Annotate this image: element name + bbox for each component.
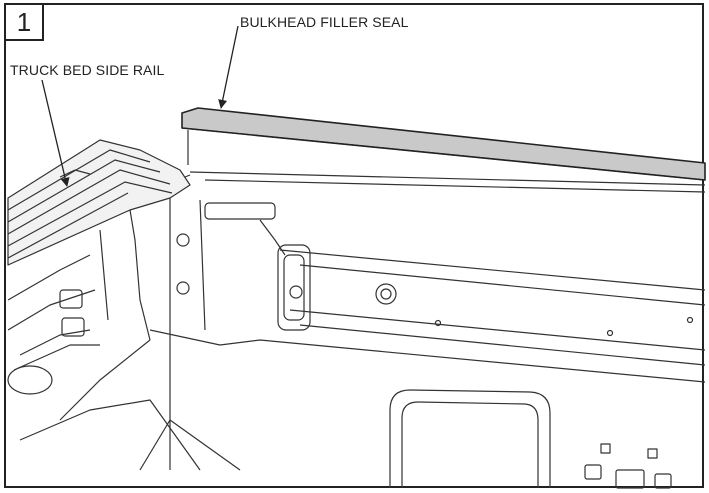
figure-frame xyxy=(4,3,704,488)
bulkhead-panel xyxy=(19,198,706,489)
truck-bed-side-rail xyxy=(7,139,191,395)
bulkhead-filler-seal xyxy=(181,107,706,181)
callout-bulkhead-filler-seal: BULKHEAD FILLER SEAL xyxy=(240,14,409,30)
bulkhead-filler-seal-leader xyxy=(218,25,239,109)
truck-bed-side-rail-leader xyxy=(41,79,70,187)
step-number-badge: 1 xyxy=(4,3,44,41)
step-number: 1 xyxy=(16,6,32,37)
callout-truck-bed-side-rail: TRUCK BED SIDE RAIL xyxy=(10,62,165,78)
bulkhead-top-edge xyxy=(189,171,706,186)
